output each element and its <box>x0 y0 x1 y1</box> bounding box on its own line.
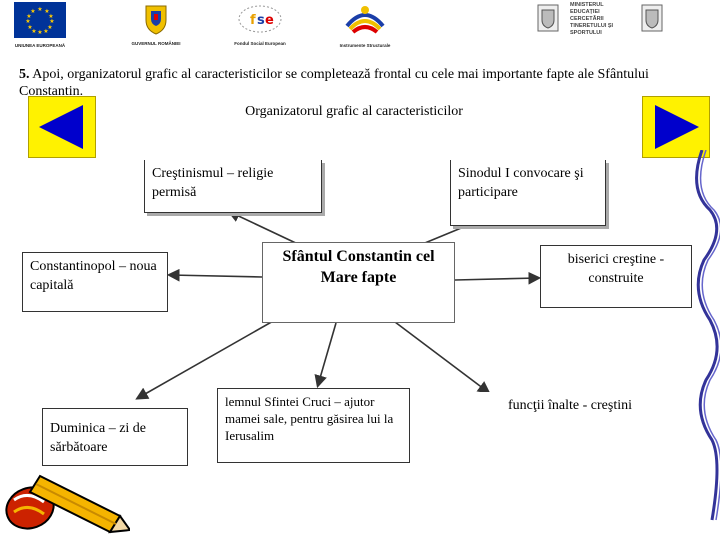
ministry-crest-icon <box>641 4 663 32</box>
logo-caption: Instrumente Structurale <box>339 43 391 48</box>
svg-text:★: ★ <box>37 6 42 13</box>
arrow-to-functii <box>394 321 491 394</box>
node-sinod: Sinodul I convocare şi participare <box>450 160 606 226</box>
logo-bar: ★★★ ★★★ ★★★ ★★★ UNIUNEA EUROPEANĂ GUVERN… <box>0 0 720 56</box>
ministry-2-logo: MINISTERUL EDUCAȚIEI CERCETĂRII TINERETU… <box>570 2 622 37</box>
pencil-icon <box>5 474 130 534</box>
coat-of-arms-icon <box>145 5 167 35</box>
svg-text:★: ★ <box>26 13 31 20</box>
triangle-left-icon <box>39 105 83 149</box>
logo-caption: MINISTERUL EDUCAȚIEI CERCETĂRII TINERETU… <box>570 2 614 36</box>
svg-text:★: ★ <box>25 18 30 25</box>
svg-text:e: e <box>265 13 274 28</box>
svg-text:★: ★ <box>43 28 48 35</box>
diagram-title: Organizatorul grafic al caracteristicilo… <box>245 104 463 119</box>
triangle-right-icon <box>655 105 699 149</box>
svg-text:★: ★ <box>49 18 54 25</box>
instruction-body: Apoi, organizatorul grafic al caracteris… <box>19 67 649 99</box>
svg-text:★: ★ <box>47 24 52 31</box>
node-lemnul: lemnul Sfintei Cruci – ajutor mamei sale… <box>217 388 410 463</box>
ministry-3-logo <box>632 2 672 41</box>
center-node: Sfântul Constantin cel Mare fapte <box>262 242 455 323</box>
instruments-icon <box>345 6 385 34</box>
svg-text:f: f <box>250 13 256 28</box>
instruction-number: 5. <box>19 67 30 82</box>
node-constantinopol: Constantinopol – noua capitală <box>22 252 168 312</box>
node-duminica: Duminica – zi de sărbătoare <box>42 408 188 466</box>
svg-text:★: ★ <box>48 13 53 20</box>
arrow-to-constantinopol <box>166 268 263 282</box>
node-biserici: biserici creştine - construite <box>540 245 692 308</box>
svg-text:★: ★ <box>30 8 35 15</box>
eu-flag-icon: ★★★ ★★★ ★★★ ★★★ <box>14 2 66 38</box>
arrow-to-lemnul <box>314 322 337 389</box>
svg-text:s: s <box>257 13 265 28</box>
ministry-1-logo <box>528 2 568 41</box>
logo-caption: UNIUNEA EUROPEANĂ <box>14 43 66 48</box>
svg-text:★: ★ <box>31 28 36 35</box>
arrow-to-crestinism <box>227 210 301 246</box>
spiral-decoration-icon <box>695 150 720 521</box>
instruction-text: 5. Apoi, organizatorul grafic al caracte… <box>19 66 709 100</box>
logo-caption: GUVERNUL ROMÂNIEI <box>131 41 181 46</box>
svg-text:★: ★ <box>37 29 42 36</box>
eu-flag-logo: ★★★ ★★★ ★★★ ★★★ UNIUNEA EUROPEANĂ <box>8 2 72 48</box>
svg-text:★: ★ <box>27 24 32 31</box>
logo-caption: Fondul Social European <box>234 41 286 46</box>
arrow-to-duminica <box>135 319 276 400</box>
ro-gov-logo: GUVERNUL ROMÂNIEI <box>116 2 196 46</box>
next-slide-button[interactable] <box>642 96 710 158</box>
fse-logo: f s e Fondul Social European <box>228 2 292 46</box>
previous-slide-button[interactable] <box>28 96 96 158</box>
instruments-logo: Instrumente Structurale <box>330 2 400 48</box>
ministry-crest-icon <box>537 4 559 32</box>
svg-text:★: ★ <box>44 8 49 15</box>
arrow-to-biserici <box>454 271 542 285</box>
fse-icon: f s e <box>238 5 282 33</box>
node-functii: funcţii înalte - creştini <box>470 392 670 416</box>
node-crestinism: Creştinismul – religie permisă <box>144 160 322 213</box>
